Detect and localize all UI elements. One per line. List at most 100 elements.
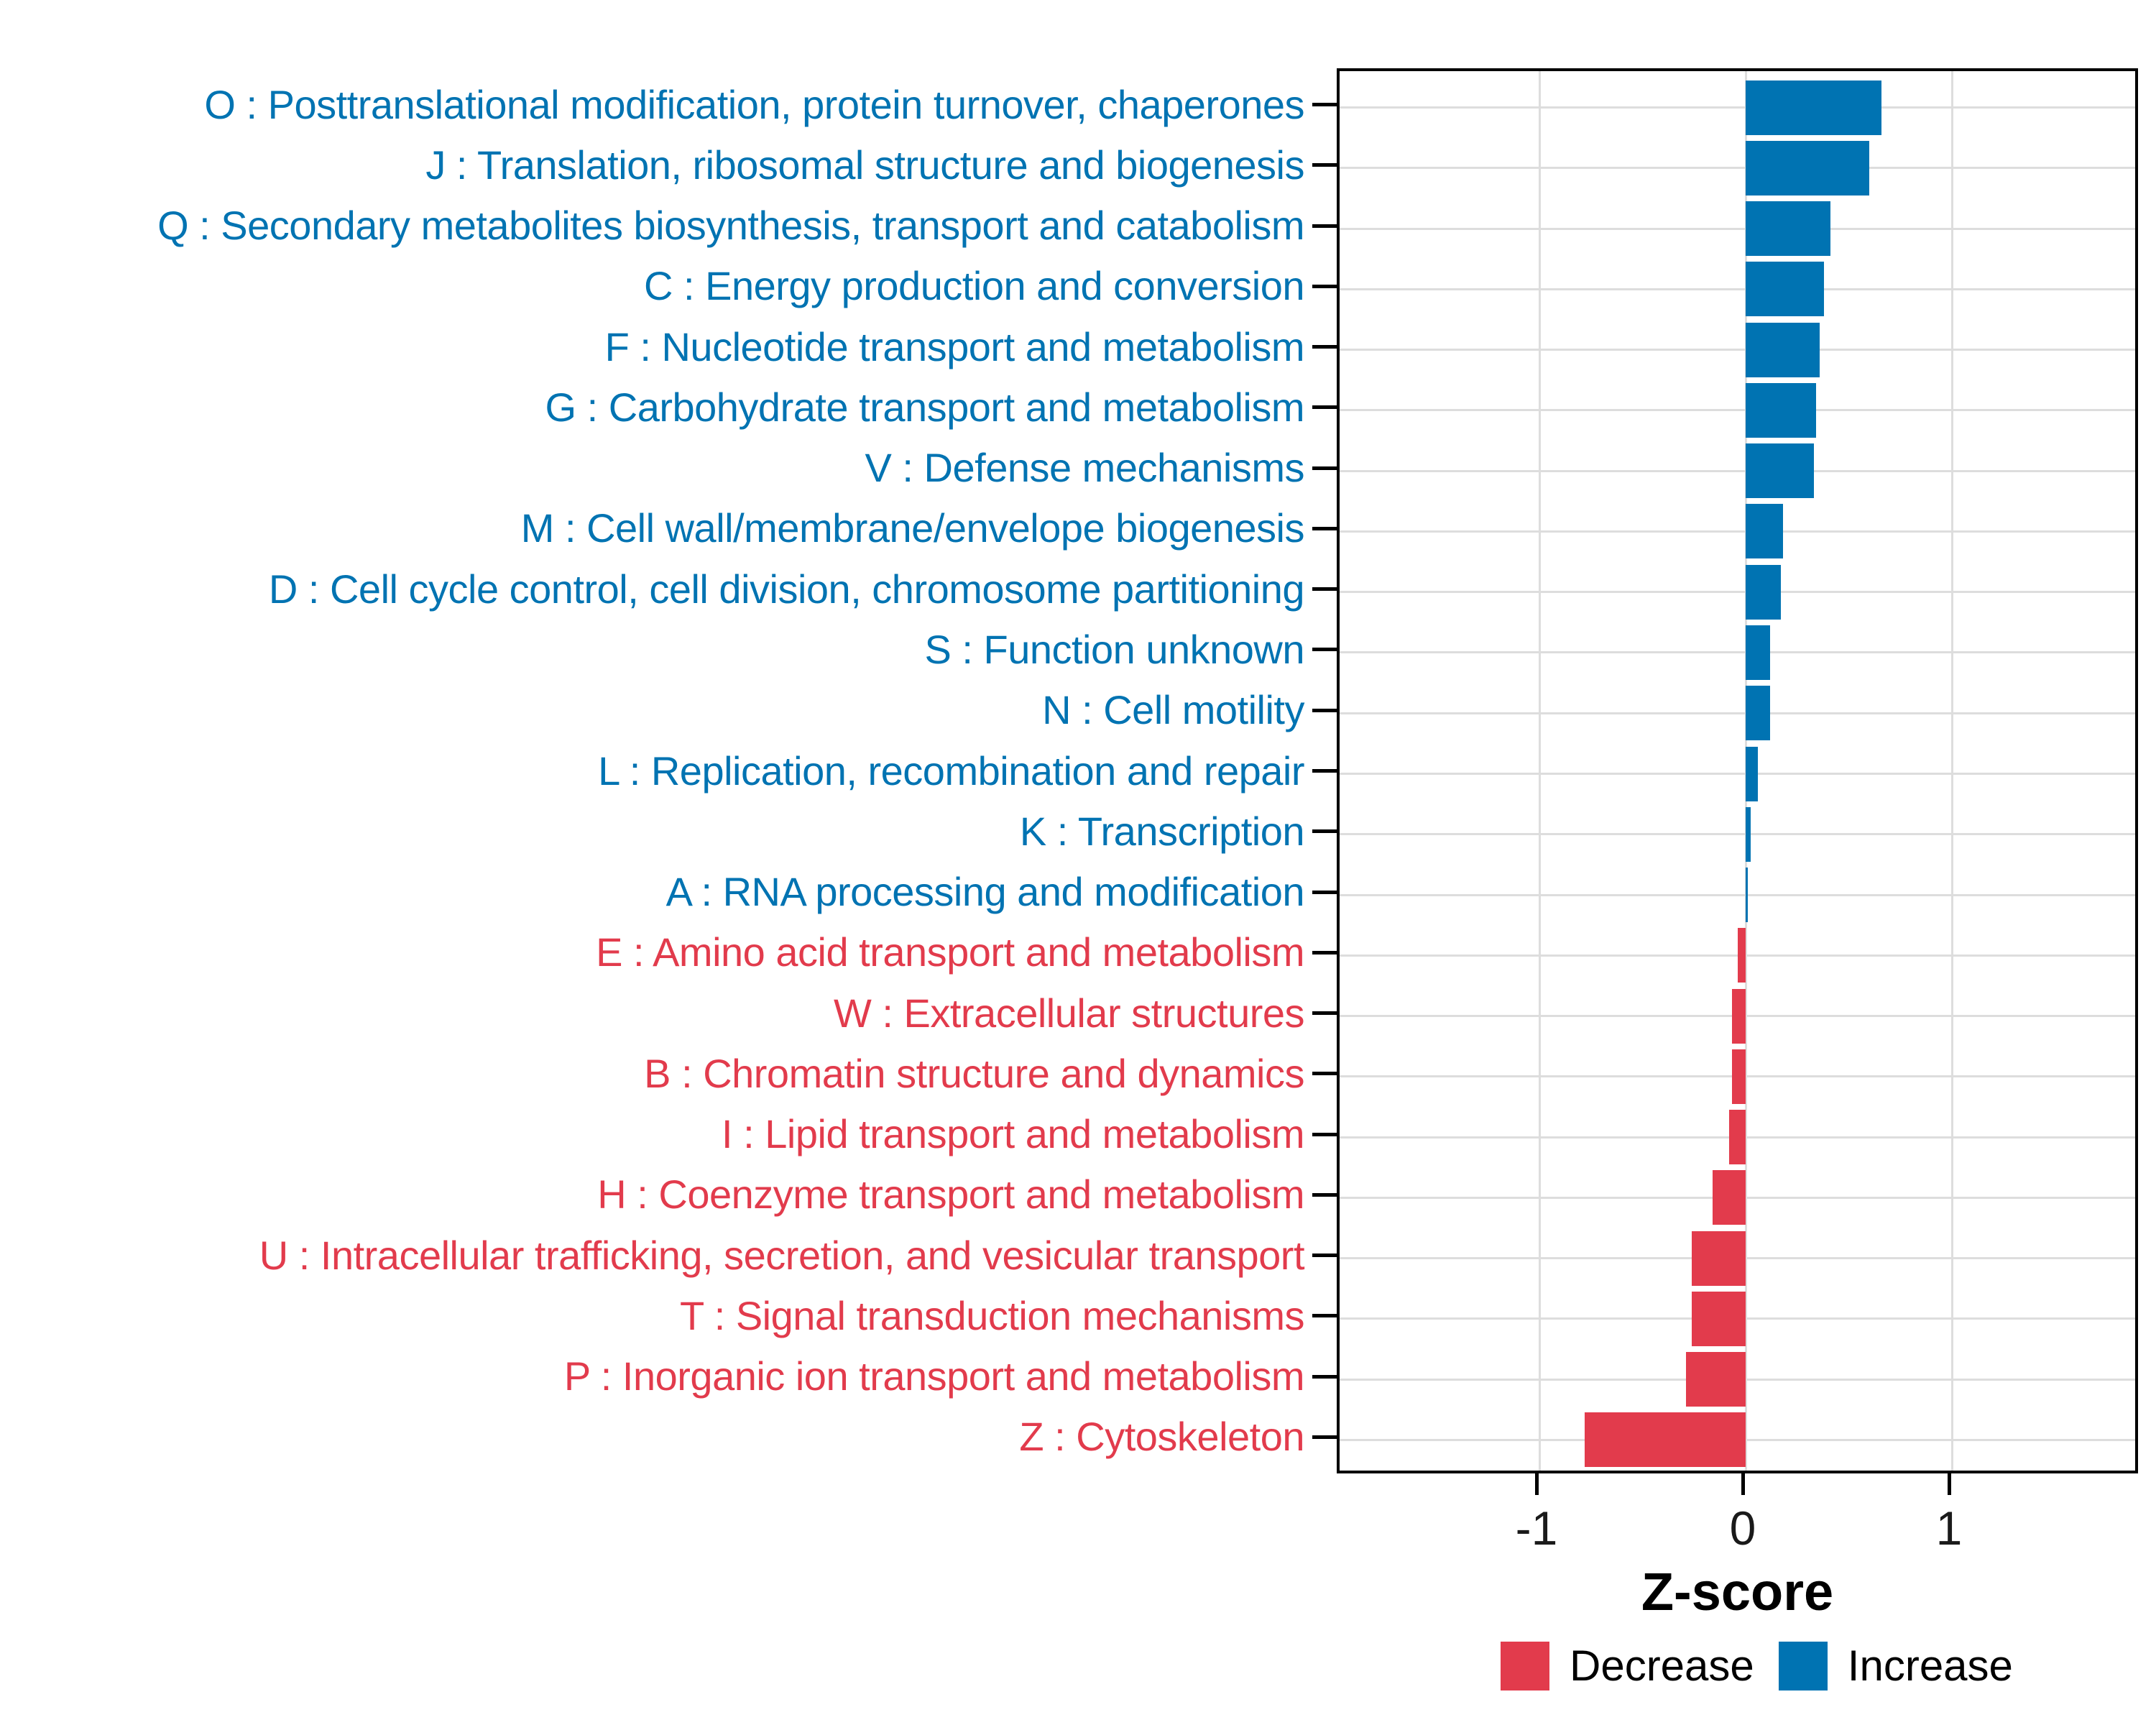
gridline-horizontal: [1340, 288, 2135, 290]
category-label: A : RNA processing and modification: [665, 869, 1305, 915]
bar-J: [1746, 140, 1870, 196]
category-label: J : Translation, ribosomal structure and…: [425, 142, 1304, 188]
y-tick-mark: [1312, 708, 1337, 712]
y-tick-mark: [1312, 1435, 1337, 1439]
y-tick-mark: [1312, 769, 1337, 773]
category-label: Z : Cytoskeleton: [1019, 1414, 1304, 1460]
bar-V: [1746, 443, 1814, 499]
gridline-horizontal: [1340, 227, 2135, 230]
y-tick-mark: [1312, 1072, 1337, 1076]
x-tick-label: 0: [1729, 1501, 1756, 1555]
gridline-vertical: [1950, 71, 1953, 1471]
y-tick-mark: [1312, 1254, 1337, 1258]
bar-N: [1746, 686, 1771, 741]
bar-C: [1746, 262, 1825, 317]
bar-U: [1692, 1230, 1746, 1286]
bar-O: [1746, 80, 1882, 135]
legend-label-increase: Increase: [1847, 1642, 2013, 1690]
legend: Decrease Increase: [1501, 1641, 2013, 1690]
y-tick-mark: [1312, 163, 1337, 167]
gridline-horizontal: [1340, 591, 2135, 594]
gridline-horizontal: [1340, 893, 2135, 896]
gridline-horizontal: [1340, 106, 2135, 109]
x-tick-mark: [1534, 1473, 1539, 1495]
y-tick-mark: [1312, 284, 1337, 288]
category-label: O : Posttranslational modification, prot…: [204, 81, 1304, 127]
category-label: N : Cell motility: [1042, 687, 1304, 733]
category-label: T : Signal transduction mechanisms: [679, 1292, 1305, 1338]
category-label: E : Amino acid transport and metabolism: [596, 929, 1304, 975]
category-label: K : Transcription: [1019, 808, 1305, 854]
gridline-horizontal: [1340, 773, 2135, 775]
gridline-horizontal: [1340, 469, 2135, 472]
x-tick-mark: [1741, 1473, 1745, 1495]
category-label: C : Energy production and conversion: [644, 263, 1305, 309]
gridline-horizontal: [1340, 530, 2135, 533]
y-tick-mark: [1312, 587, 1337, 592]
bar-G: [1746, 382, 1816, 438]
y-tick-mark: [1312, 1314, 1337, 1318]
category-label: V : Defense mechanisms: [865, 445, 1305, 491]
bar-H: [1713, 1170, 1746, 1225]
gridline-horizontal: [1340, 651, 2135, 654]
bar-P: [1685, 1352, 1746, 1407]
y-tick-mark: [1312, 829, 1337, 834]
legend-label-decrease: Decrease: [1570, 1642, 1754, 1690]
category-label: Q : Secondary metabolites biosynthesis, …: [157, 203, 1304, 249]
y-tick-mark: [1312, 890, 1337, 894]
bar-E: [1737, 928, 1746, 983]
gridline-horizontal: [1340, 167, 2135, 170]
y-tick-mark: [1312, 1192, 1337, 1197]
y-tick-mark: [1312, 1132, 1337, 1136]
y-tick-mark: [1312, 1011, 1337, 1016]
legend-swatch-increase: [1778, 1641, 1828, 1690]
bar-L: [1746, 746, 1759, 801]
category-label: H : Coenzyme transport and metabolism: [597, 1172, 1304, 1218]
bar-D: [1746, 564, 1781, 620]
bar-S: [1746, 625, 1771, 680]
legend-swatch-decrease: [1501, 1641, 1549, 1690]
y-tick-mark: [1312, 648, 1337, 652]
category-label: L : Replication, recombination and repai…: [598, 748, 1304, 794]
bar-W: [1732, 988, 1746, 1044]
gridline-horizontal: [1340, 349, 2135, 351]
bar-F: [1746, 322, 1820, 377]
gridline-horizontal: [1340, 833, 2135, 836]
bar-K: [1746, 806, 1751, 862]
gridline-vertical: [1538, 71, 1541, 1471]
legend-item-decrease: Decrease: [1501, 1641, 1754, 1690]
category-label: W : Extracellular structures: [833, 990, 1305, 1036]
bar-B: [1732, 1049, 1746, 1104]
category-label: I : Lipid transport and metabolism: [722, 1111, 1304, 1157]
legend-item-increase: Increase: [1778, 1641, 2013, 1690]
gridline-horizontal: [1340, 409, 2135, 412]
bar-T: [1692, 1291, 1746, 1346]
y-tick-mark: [1312, 526, 1337, 530]
y-tick-mark: [1312, 345, 1337, 349]
category-label: M : Cell wall/membrane/envelope biogenes…: [520, 505, 1305, 551]
bar-M: [1746, 504, 1783, 559]
category-label: F : Nucleotide transport and metabolism: [604, 323, 1305, 369]
x-tick-mark: [1947, 1473, 1951, 1495]
y-tick-mark: [1312, 1374, 1337, 1379]
category-label: S : Function unknown: [924, 626, 1304, 672]
x-tick-label: 1: [1935, 1501, 1963, 1555]
y-tick-mark: [1312, 466, 1337, 470]
x-axis-title: Z-score: [1641, 1562, 1834, 1622]
y-tick-mark: [1312, 224, 1337, 228]
category-label: B : Chromatin structure and dynamics: [644, 1050, 1304, 1096]
gridline-horizontal: [1340, 712, 2135, 714]
category-label: U : Intracellular trafficking, secretion…: [259, 1232, 1305, 1278]
category-label: D : Cell cycle control, cell division, c…: [268, 566, 1305, 612]
y-tick-mark: [1312, 950, 1337, 954]
category-label: G : Carbohydrate transport and metabolis…: [545, 384, 1305, 430]
category-label: P : Inorganic ion transport and metaboli…: [563, 1353, 1305, 1399]
y-tick-mark: [1312, 103, 1337, 107]
gridline-horizontal: [1340, 954, 2135, 957]
bar-I: [1729, 1110, 1746, 1165]
plot-panel: [1337, 68, 2138, 1473]
y-tick-mark: [1312, 405, 1337, 410]
bar-A: [1746, 868, 1748, 923]
bar-Q: [1746, 201, 1830, 257]
x-tick-label: -1: [1515, 1501, 1558, 1555]
